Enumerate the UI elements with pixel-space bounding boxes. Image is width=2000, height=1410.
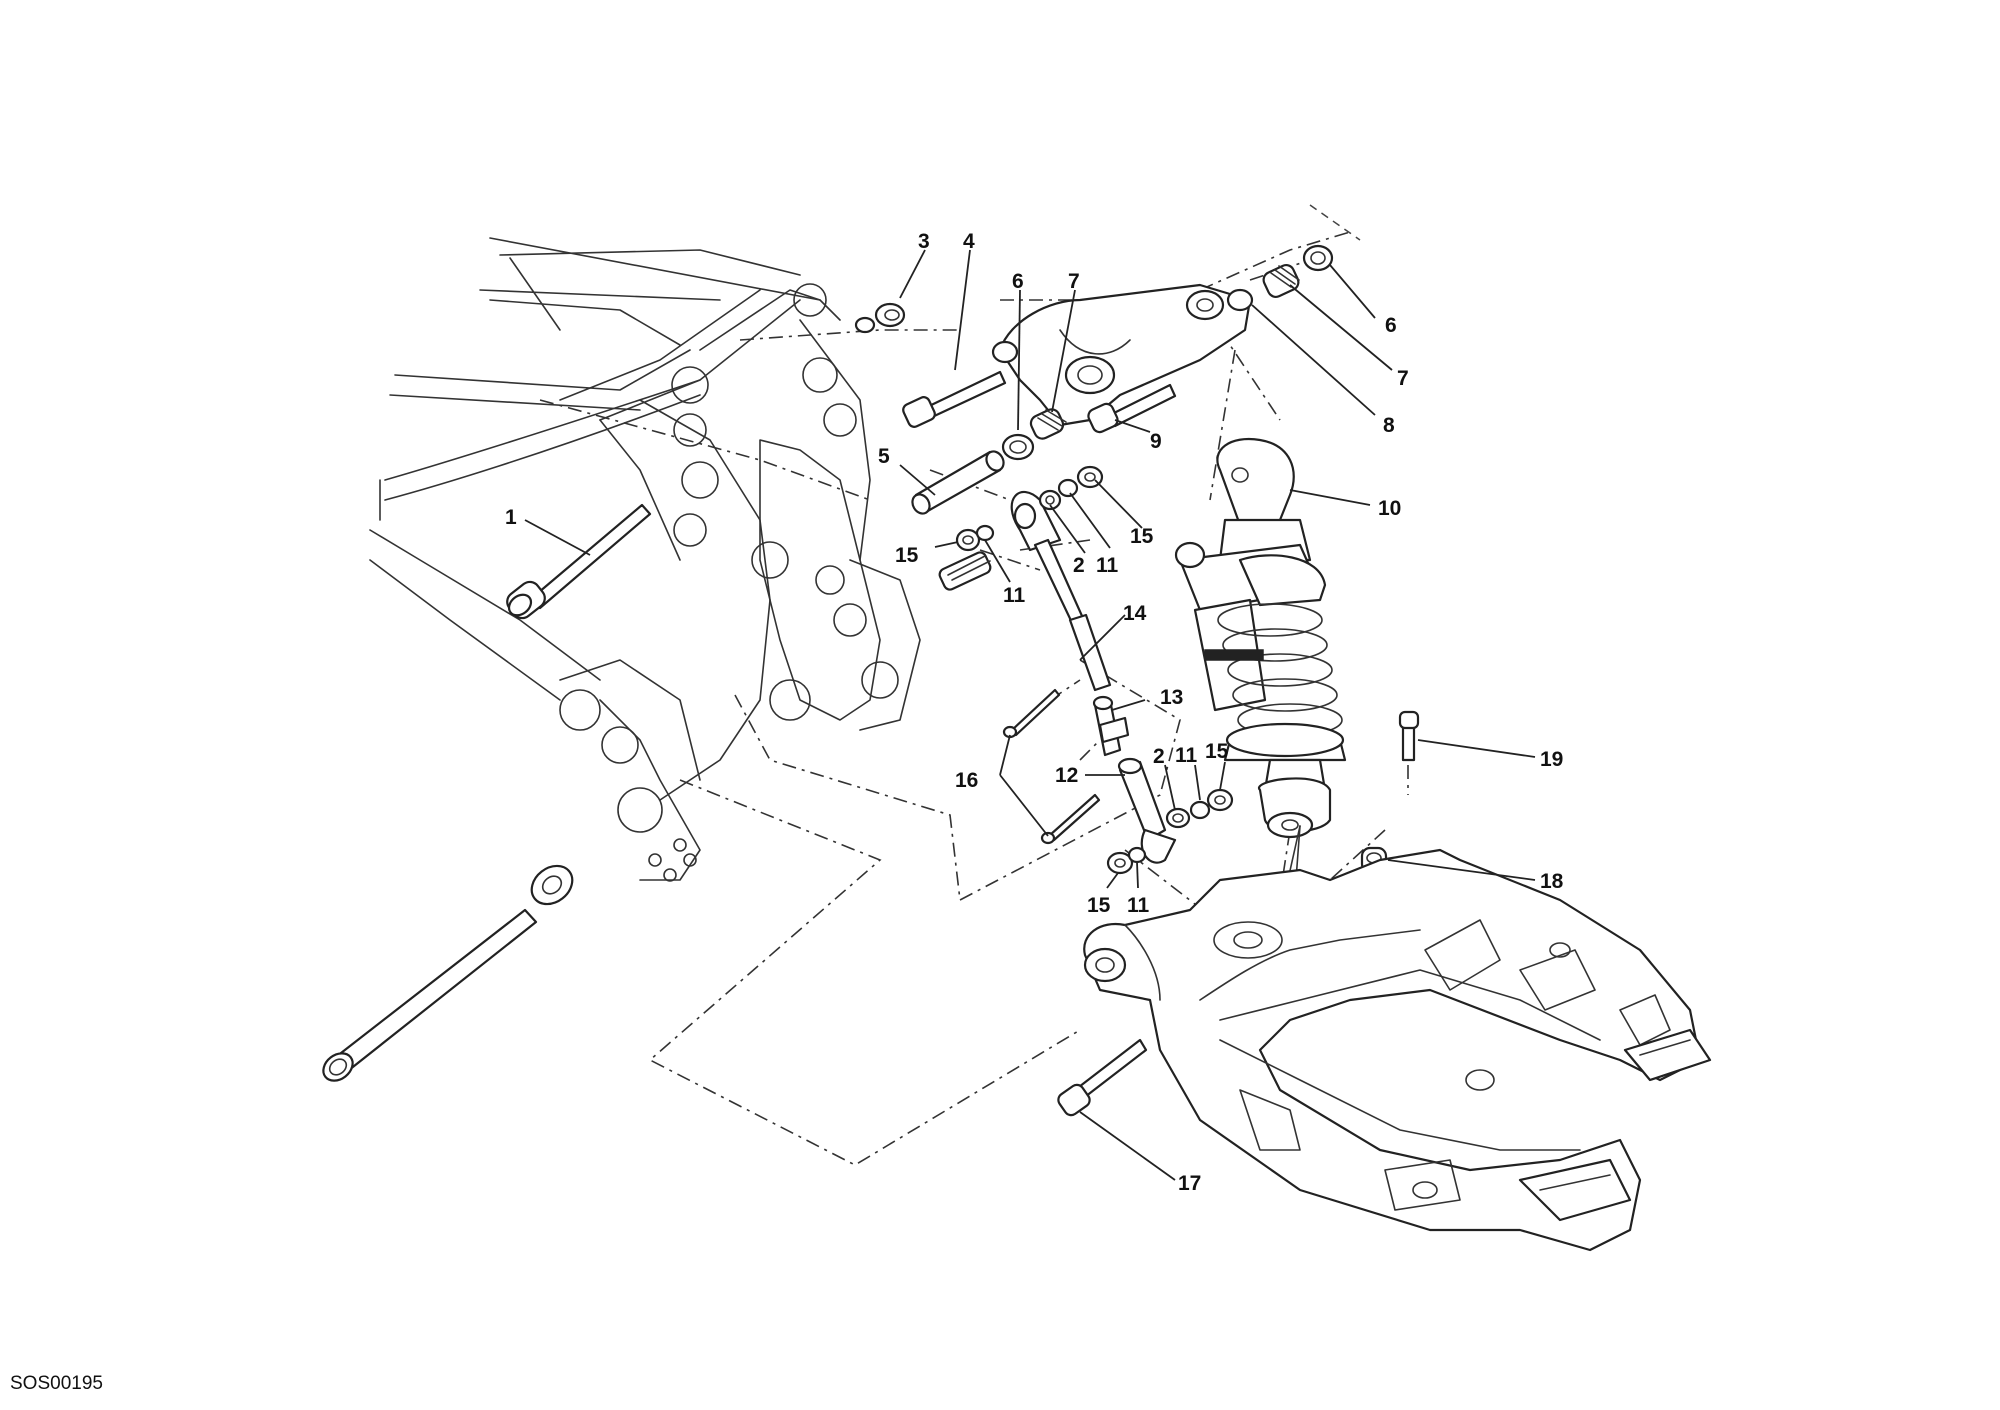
callout-13: 13	[1160, 686, 1183, 709]
bolt-part-1	[506, 503, 652, 620]
callout-6: 6	[1012, 270, 1024, 293]
spacer-part-5	[911, 450, 1005, 515]
callout-7: 7	[1068, 270, 1080, 293]
callout-16: 16	[955, 769, 978, 792]
callout-15: 15	[1130, 525, 1154, 548]
rocker-arm	[991, 283, 1254, 427]
callout-4: 4	[963, 230, 975, 253]
frame-outline	[369, 237, 921, 882]
callout-11: 11	[1096, 554, 1119, 577]
callout-10: 10	[1378, 497, 1401, 520]
tie-rod-part-14	[1010, 490, 1112, 692]
callout-15-third: 15	[1205, 740, 1229, 763]
callout-leaders	[524, 249, 1536, 1181]
bolt-part-4	[902, 370, 1007, 428]
callout-9: 9	[1150, 430, 1162, 453]
bearings-left	[1001, 408, 1067, 461]
bolt-part-17	[1057, 1038, 1148, 1117]
bearings-right	[1262, 244, 1334, 299]
bolt-part-9	[1087, 383, 1177, 434]
callout-8: 8	[1383, 414, 1395, 437]
callout-18: 18	[1540, 870, 1564, 893]
bolt-part-19	[1398, 710, 1420, 762]
callout-2: 2	[1073, 554, 1085, 577]
bushing-part-3	[854, 302, 906, 334]
adjuster-part-12	[1117, 757, 1177, 864]
callout-15-fourth: 15	[1087, 894, 1111, 917]
callout-5: 5	[878, 445, 890, 468]
washers-lower	[1106, 788, 1234, 875]
adjuster-part-13	[1092, 695, 1130, 757]
swingarm	[1083, 848, 1712, 1252]
callout-1: 1	[505, 506, 517, 529]
drawing-reference-code: SOS00195	[10, 1373, 103, 1394]
callout-2-second: 2	[1153, 745, 1165, 768]
callout-12: 12	[1055, 764, 1078, 787]
callout-labels: 1 2 2 3 4 5 6 6 7 7 8 9 10 11 11 11 11 1…	[505, 230, 1564, 1195]
callout-17: 17	[1178, 1172, 1201, 1195]
washers-upper	[938, 465, 1104, 591]
callout-15-second: 15	[895, 544, 919, 567]
callout-7-second: 7	[1397, 367, 1409, 390]
callout-6-second: 6	[1385, 314, 1397, 337]
callout-3: 3	[918, 230, 930, 253]
screws-part-16	[1002, 688, 1101, 845]
callout-11-fourth: 11	[1127, 894, 1150, 917]
callout-14: 14	[1123, 602, 1147, 625]
callout-11-second: 11	[1003, 584, 1026, 607]
callout-19: 19	[1540, 748, 1563, 771]
callout-11-third: 11	[1175, 744, 1198, 767]
pivot-shaft	[322, 864, 574, 1082]
shock-absorber-part-10	[1174, 437, 1347, 961]
